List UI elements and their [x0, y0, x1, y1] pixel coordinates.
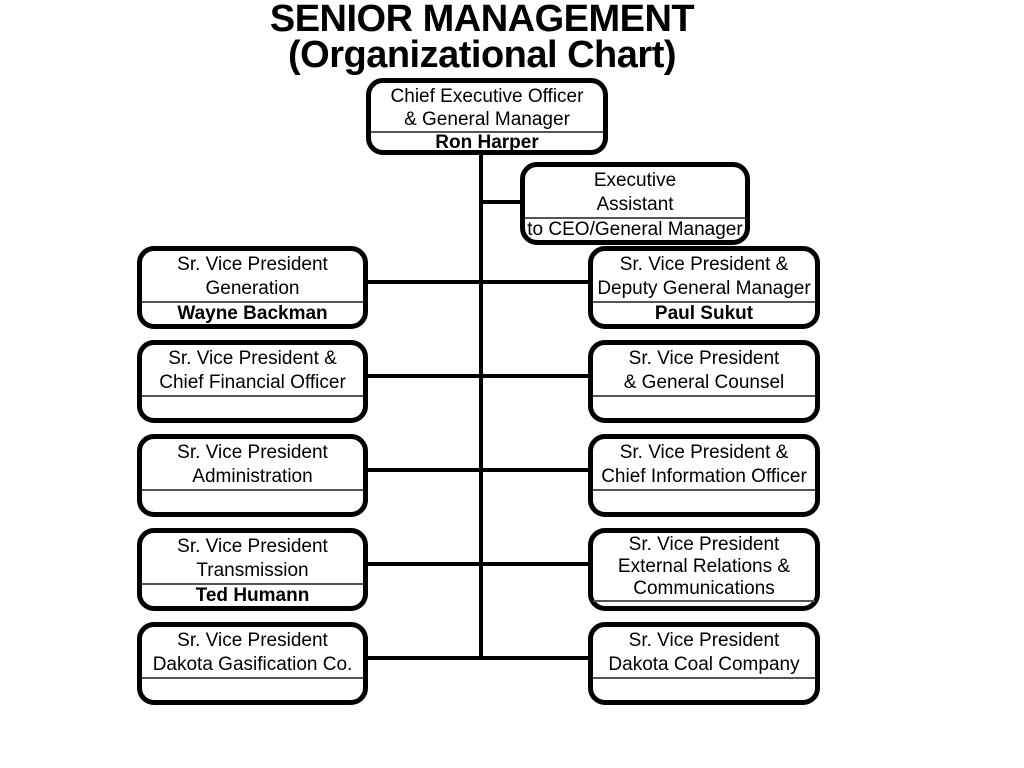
- node-svp-generation: Sr. Vice President Generation Wayne Back…: [137, 246, 368, 329]
- node-subtitle: to CEO/General Manager: [525, 217, 745, 241]
- node-title-line: Sr. Vice President &: [619, 254, 789, 275]
- node-person-name: Paul Sukut: [593, 301, 815, 325]
- node-title-line: Sr. Vice President: [628, 630, 780, 651]
- node-person-name: Wayne Backman: [142, 301, 363, 325]
- node-title-line: Sr. Vice President: [628, 348, 780, 369]
- node-svp-chief-financial-officer: Sr. Vice President & Chief Financial Off…: [137, 340, 368, 423]
- node-executive-assistant: Executive Assistant to CEO/General Manag…: [520, 162, 750, 245]
- node-title-line: External Relations &: [617, 556, 791, 577]
- node-title: Sr. Vice President Dakota Coal Company: [593, 627, 815, 677]
- node-person-name: [593, 677, 815, 700]
- node-title: Executive Assistant: [525, 167, 745, 217]
- node-title-line: Chief Financial Officer: [159, 372, 346, 393]
- node-svp-dakota-gasification: Sr. Vice President Dakota Gasification C…: [137, 622, 368, 705]
- node-title-line: Generation: [205, 278, 300, 299]
- node-person-name: Ron Harper: [371, 131, 603, 152]
- node-title: Sr. Vice President Administration: [142, 439, 363, 489]
- node-title-line: Administration: [192, 466, 313, 487]
- node-title: Sr. Vice President & General Counsel: [593, 345, 815, 395]
- node-title-line: Sr. Vice President: [177, 442, 328, 463]
- node-title-line: Dakota Gasification Co.: [152, 654, 353, 675]
- page-title-line-2: (Organizational Chart): [287, 34, 677, 76]
- connector-row-1: [366, 280, 590, 284]
- node-title-line: & General Counsel: [623, 372, 785, 393]
- node-title-line: Dakota Coal Company: [608, 654, 800, 675]
- node-title-line: Sr. Vice President: [177, 630, 328, 651]
- node-title: Chief Executive Officer & General Manage…: [371, 83, 603, 131]
- node-svp-dakota-coal: Sr. Vice President Dakota Coal Company: [588, 622, 820, 705]
- page-title-line-1: SENIOR MANAGEMENT: [269, 0, 695, 40]
- node-person-name: [142, 677, 363, 700]
- connector-row-3: [366, 468, 590, 472]
- connector-spine: [479, 152, 483, 660]
- node-title-line: & General Manager: [404, 109, 570, 130]
- node-person-name: Ted Humann: [142, 583, 363, 607]
- node-title: Sr. Vice President Dakota Gasification C…: [142, 627, 363, 677]
- node-svp-transmission: Sr. Vice President Transmission Ted Huma…: [137, 528, 368, 611]
- node-svp-deputy-general-manager: Sr. Vice President & Deputy General Mana…: [588, 246, 820, 329]
- page-title: SENIOR MANAGEMENT (Organizational Chart): [0, 0, 964, 76]
- node-title-line: Assistant: [596, 194, 674, 215]
- node-person-name: [142, 489, 363, 512]
- node-title-line: Deputy General Manager: [597, 278, 811, 299]
- node-svp-chief-information-officer: Sr. Vice President & Chief Information O…: [588, 434, 820, 517]
- node-ceo: Chief Executive Officer & General Manage…: [366, 78, 608, 155]
- node-title: Sr. Vice President & Deputy General Mana…: [593, 251, 815, 301]
- node-title-line: Sr. Vice President: [177, 254, 328, 275]
- node-svp-external-relations: Sr. Vice President External Relations & …: [588, 528, 820, 611]
- node-title: Sr. Vice President & Chief Information O…: [593, 439, 815, 489]
- connector-row-5: [366, 656, 590, 660]
- node-svp-general-counsel: Sr. Vice President & General Counsel: [588, 340, 820, 423]
- node-title-line: Sr. Vice President: [628, 534, 780, 555]
- node-title-line: Communications: [633, 578, 775, 599]
- connector-row-4: [366, 562, 590, 566]
- node-svp-administration: Sr. Vice President Administration: [137, 434, 368, 517]
- node-title: Sr. Vice President Transmission: [142, 533, 363, 583]
- node-title-line: Executive: [593, 170, 677, 191]
- node-title: Sr. Vice President External Relations & …: [593, 533, 815, 600]
- node-title-line: Sr. Vice President &: [619, 442, 789, 463]
- node-title-line: Transmission: [196, 560, 309, 581]
- node-title: Sr. Vice President Generation: [142, 251, 363, 301]
- node-title-line: Chief Executive Officer: [390, 86, 584, 107]
- connector-row-2: [366, 374, 590, 378]
- node-title-line: Chief Information Officer: [601, 466, 807, 487]
- node-person-name: [593, 600, 815, 606]
- node-person-name: [142, 395, 363, 418]
- node-title-line: Sr. Vice President: [177, 536, 328, 557]
- node-person-name: [593, 489, 815, 512]
- node-person-name: [593, 395, 815, 418]
- connector-assistant: [481, 200, 521, 204]
- node-title: Sr. Vice President & Chief Financial Off…: [142, 345, 363, 395]
- node-title-line: Sr. Vice President &: [168, 348, 337, 369]
